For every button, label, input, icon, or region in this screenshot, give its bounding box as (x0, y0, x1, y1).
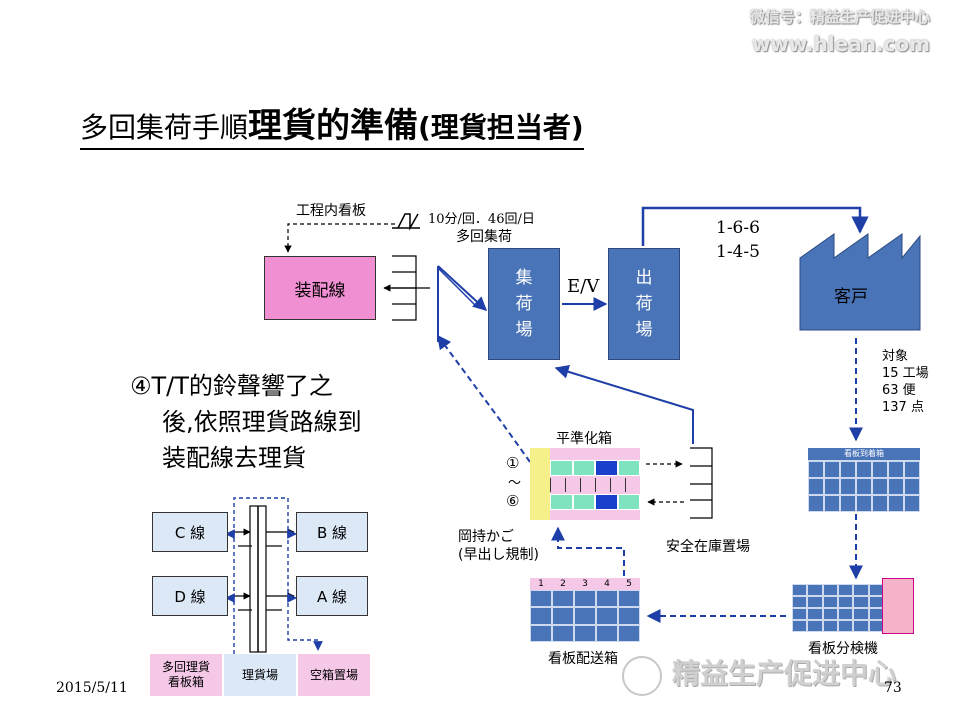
title-main: 理貨的準備 (248, 106, 419, 146)
kanban-sorter-grid (792, 584, 884, 632)
collection-area-box: 集 荷 場 (488, 248, 560, 360)
circled-one: ① (506, 454, 520, 472)
delivery-box-grid (530, 590, 640, 642)
line-d-label: D 線 (174, 587, 206, 606)
route-code-2: 1-4-5 (716, 242, 760, 262)
step-note-line-1: ④T/T的鈴聲響了之 (130, 372, 333, 400)
line-b-box: B 線 (296, 512, 368, 552)
leveling-box (550, 448, 640, 520)
frequency-label: 10分/回．46回/日 (428, 212, 535, 227)
target-points: 137 点 (882, 400, 924, 415)
delivery-header-5: 5 (626, 579, 632, 589)
circled-six: ⑥ (506, 492, 520, 510)
title-suffix: (理貨担当者) (418, 111, 584, 144)
legend-empty-box-label: 空箱置場 (309, 667, 358, 682)
wechat-logo-icon (622, 656, 662, 696)
okamochi-basket (530, 448, 550, 520)
kanban-arrival-box: 看板到着箱 (808, 448, 920, 512)
delivery-header-3: 3 (582, 579, 588, 589)
delivery-header-1: 1 (538, 579, 544, 589)
line-c-box: C 線 (152, 512, 228, 552)
leveling-row-top (550, 460, 640, 476)
process-kanban-label: 工程内看板 (296, 203, 366, 219)
shipping-char-3: 場 (635, 320, 653, 340)
range-tilde: ～ (508, 476, 522, 491)
okamochi-label-1: 岡持かご (458, 529, 514, 545)
watermark-bottom: 精益生产促进中心 (672, 657, 897, 690)
watermark-site: www.hlean.com (751, 32, 930, 56)
watermark-wechat: 微信号：精益生产促进中心 (749, 8, 930, 26)
delivery-header-2: 2 (560, 579, 566, 589)
customer-label: 客戸 (834, 287, 868, 307)
kanban-arrival-label: 看板到着箱 (808, 448, 920, 461)
title-prefix: 多回集荷手順 (80, 111, 249, 144)
okamochi-label: 岡持かご (早出し規制) (458, 528, 539, 564)
target-plants: 15 工場 (882, 366, 929, 381)
collection-char-1: 集 (515, 268, 533, 288)
line-b-label: B 線 (316, 523, 348, 542)
step-note: ④T/T的鈴聲響了之 後,依照理貨路線到 装配線去理貨 (130, 368, 362, 476)
legend-picking-label: 理貨場 (241, 667, 278, 682)
multi-pickup-label: 多回集荷 (456, 229, 512, 245)
legend-empty-box-area: 空箱置場 (298, 654, 370, 696)
legend-picking-area: 理貨場 (224, 654, 296, 696)
step-note-line-3: 装配線去理貨 (162, 444, 306, 472)
leveling-row-bottom (550, 494, 640, 510)
route-code-1: 1-6-6 (716, 218, 760, 238)
okamochi-label-2: (早出し規制) (458, 547, 539, 563)
page-number: 73 (884, 680, 902, 696)
delivery-box-header: 1 2 3 4 5 (530, 578, 640, 590)
elevator-label: E/V (567, 276, 600, 297)
line-c-label: C 線 (174, 523, 206, 542)
leveling-box-label: 平準化箱 (556, 431, 612, 447)
kanban-sorter-label: 看板分検機 (808, 641, 878, 657)
footer-date: 2015/5/11 (56, 680, 128, 696)
line-a-label: A 線 (316, 587, 348, 606)
shipping-area-box: 出 荷 場 (608, 248, 680, 360)
target-title: 対象 (882, 349, 909, 364)
legend-kanban-label-1: 多回理貨 (161, 660, 210, 674)
target-trips: 63 便 (882, 383, 916, 398)
assembly-line-box: 装配線 (264, 256, 376, 320)
delivery-box-label: 看板配送箱 (548, 651, 618, 667)
kanban-sorter-machine (882, 578, 914, 634)
shipping-char-2: 荷 (635, 294, 653, 314)
assembly-line-label: 装配線 (294, 280, 346, 301)
delivery-header-4: 4 (604, 579, 610, 589)
safety-stock-label: 安全在庫置場 (666, 539, 750, 555)
shipping-char-1: 出 (635, 268, 653, 288)
step-note-line-2: 後,依照理貨路線到 (162, 408, 362, 436)
collection-char-2: 荷 (515, 294, 533, 314)
line-d-box: D 線 (152, 576, 228, 616)
target-stats: 対象 15 工場 63 便 137 点 (882, 348, 929, 416)
legend-kanban-box: 多回理貨 看板箱 (150, 654, 222, 696)
collection-char-3: 場 (515, 320, 533, 340)
legend-kanban-label-2: 看板箱 (167, 675, 204, 689)
leveling-row-middle (550, 478, 640, 492)
line-a-box: A 線 (296, 576, 368, 616)
page-title: 多回集荷手順理貨的準備(理貨担当者) (80, 108, 584, 150)
route-code: 1-6-6 1-4-5 (716, 216, 760, 264)
